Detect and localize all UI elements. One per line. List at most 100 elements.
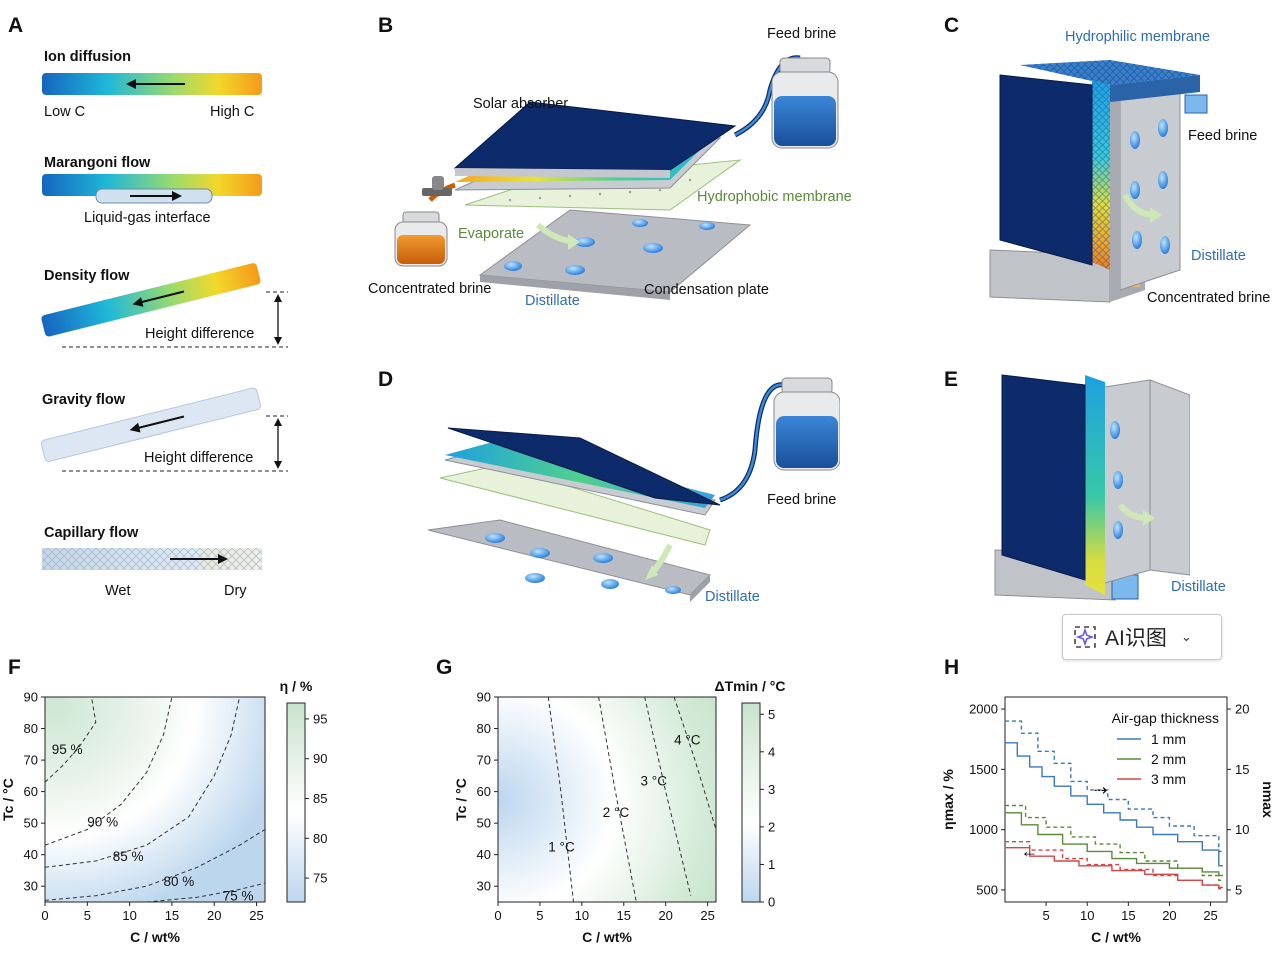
y-axis-label: Tc / °C: [453, 778, 469, 821]
x-tick-label: 5: [84, 908, 91, 923]
gravity-flow-title: Gravity flow: [42, 392, 125, 408]
series-line-3mm-left: [1005, 847, 1223, 889]
heatmap-area: [497, 696, 717, 903]
capillary-flow-title: Capillary flow: [44, 525, 139, 541]
panel-label-f: F: [8, 656, 21, 679]
concentrated-brine-label: Concentrated brine: [368, 281, 492, 297]
legend-entry: 3 mm: [1151, 771, 1186, 787]
y-tick-label: 70: [24, 753, 38, 768]
colorbar-tick-label: 2: [768, 819, 775, 834]
panel-b-feed-brine-label: Feed brine: [767, 26, 837, 42]
colorbar-tick-label: 4: [768, 744, 775, 759]
legend-title: Air-gap thickness: [1112, 710, 1219, 726]
density-flow-title: Density flow: [44, 268, 130, 284]
colorbar-label: ΔTmin / °C: [715, 678, 786, 694]
high-c-label: High C: [210, 104, 255, 120]
panel-label-h: H: [944, 656, 960, 679]
contour-label: 80 %: [163, 874, 194, 889]
y-right-tick-label: 10: [1235, 822, 1249, 837]
y-tick-label: 80: [24, 721, 38, 736]
contour-line: [598, 697, 637, 902]
panel-e-distillate-label: Distillate: [1171, 579, 1226, 595]
sparkle-icon: [1074, 626, 1096, 648]
colorbar-tick-label: 1: [768, 857, 775, 872]
y-left-tick-label: 2000: [969, 702, 998, 717]
panel-c-feed-brine-label: Feed brine: [1188, 128, 1258, 144]
x-axis-label: C / wt%: [1091, 929, 1141, 945]
contour-line: [45, 697, 173, 846]
y-right-tick-label: 20: [1235, 702, 1249, 717]
y-tick-label: 80: [477, 721, 491, 736]
series-line-2mm-right: [1005, 804, 1223, 881]
colorbar-tick-label: 75: [313, 871, 327, 886]
colorbar-tick-label: 85: [313, 791, 327, 806]
x-tick-label: 0: [494, 908, 501, 923]
contour-line: [146, 882, 265, 902]
x-tick-label: 25: [700, 908, 714, 923]
y-tick-label: 50: [477, 816, 491, 831]
left-axis-arrow: ←: [1021, 841, 1039, 861]
series-line-1mm-left: [1005, 742, 1223, 867]
height-difference-label-2: Height difference: [144, 450, 254, 466]
y-axis-label: Tc / °C: [0, 778, 16, 821]
dry-label: Dry: [224, 583, 247, 599]
condensation-plate-label: Condensation plate: [644, 282, 769, 298]
ai-recognize-button[interactable]: AI识图 ⌄: [1062, 614, 1222, 660]
y-tick-label: 70: [477, 753, 491, 768]
contour-line: [45, 829, 265, 901]
x-tick-label: 10: [575, 908, 589, 923]
x-axis-label: C / wt%: [130, 929, 180, 945]
solar-absorber-label: Solar absorber: [473, 96, 569, 112]
x-tick-label: 15: [165, 908, 179, 923]
panel-label-b: B: [378, 14, 394, 37]
panel-d-distillate-label: Distillate: [705, 589, 760, 605]
x-tick-label: 10: [1080, 908, 1094, 923]
panel-c-concentrated-brine-label: Concentrated brine: [1147, 290, 1271, 306]
y-tick-label: 90: [24, 690, 38, 705]
y-right-axis-label: nmax: [1260, 781, 1276, 818]
y-left-tick-label: 500: [976, 882, 998, 897]
y-right-tick-label: 15: [1235, 762, 1249, 777]
panel-b-distillate-label: Distillate: [525, 293, 580, 309]
ai-button-label: AI识图: [1105, 627, 1167, 650]
y-tick-label: 90: [477, 690, 491, 705]
contour-label: 95 %: [52, 742, 83, 757]
y-tick-label: 50: [24, 816, 38, 831]
x-tick-label: 5: [536, 908, 543, 923]
x-axis-label: C / wt%: [582, 929, 632, 945]
colorbar-tick-label: 90: [313, 751, 327, 766]
contour-line: [673, 697, 716, 830]
y-left-tick-label: 1500: [969, 762, 998, 777]
series-line-2mm-left: [1005, 812, 1223, 877]
panel-label-d: D: [378, 368, 394, 391]
heatmap-area: [44, 696, 266, 903]
panel-a-diagram: [40, 73, 288, 570]
y-tick-label: 40: [477, 847, 491, 862]
contour-label: 3 °C: [641, 773, 668, 788]
x-tick-label: 0: [41, 908, 48, 923]
contour-line: [45, 697, 97, 783]
panel-c-distillate-label: Distillate: [1191, 248, 1246, 264]
contour-label: 85 %: [113, 849, 144, 864]
contour-label: 2 °C: [603, 805, 630, 820]
x-tick-label: 25: [249, 908, 263, 923]
contour-line: [45, 697, 241, 868]
x-tick-label: 20: [207, 908, 221, 923]
y-left-tick-label: 1000: [969, 822, 998, 837]
height-difference-label-1: Height difference: [145, 326, 255, 342]
panel-label-a: A: [8, 14, 24, 37]
x-tick-label: 20: [1162, 908, 1176, 923]
ion-diffusion-title: Ion diffusion: [44, 49, 131, 65]
y-right-tick-label: 5: [1235, 882, 1242, 897]
x-tick-label: 10: [122, 908, 136, 923]
hydrophobic-membrane-label: Hydrophobic membrane: [697, 189, 852, 205]
low-c-label: Low C: [44, 104, 86, 120]
colorbar: [286, 702, 306, 903]
chevron-down-icon[interactable]: ⌄: [1180, 629, 1192, 644]
x-tick-label: 15: [1121, 908, 1135, 923]
y-tick-label: 40: [24, 847, 38, 862]
panel-d-feed-brine-label: Feed brine: [767, 492, 837, 508]
colorbar-tick-label: 5: [768, 707, 775, 722]
